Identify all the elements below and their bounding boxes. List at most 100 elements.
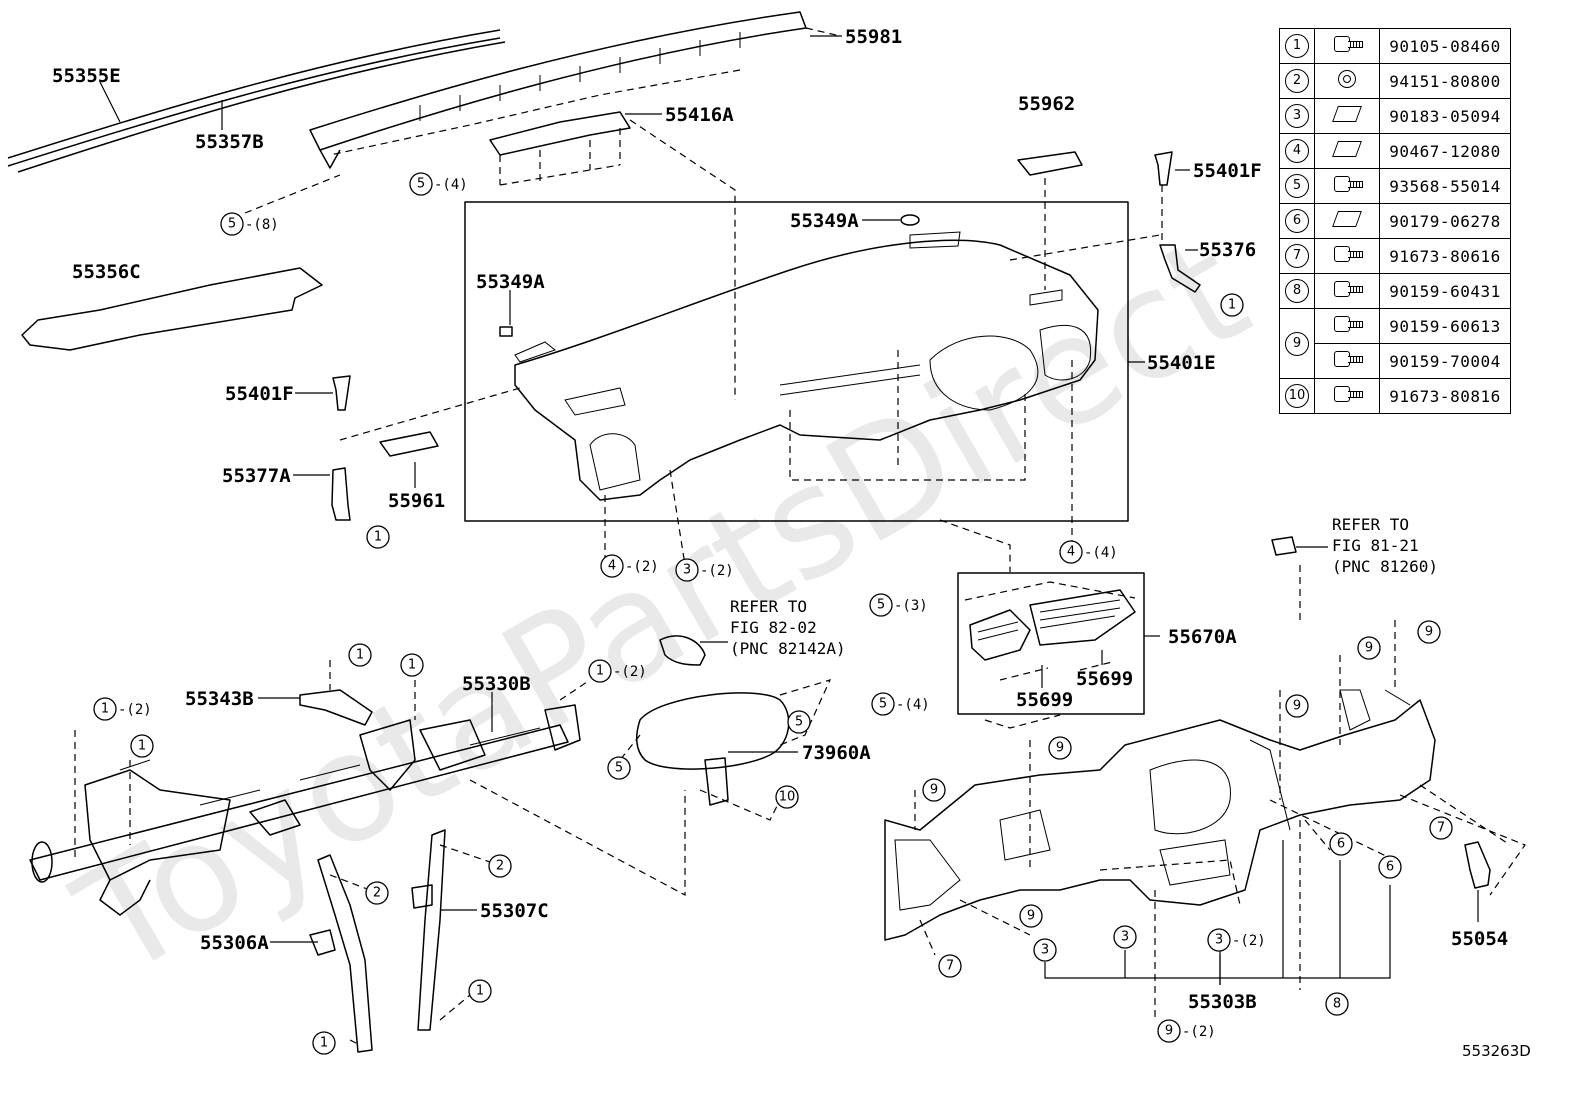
register-box (957, 572, 1145, 715)
svg-text:1: 1 (101, 702, 109, 717)
svg-text:9: 9 (1365, 641, 1373, 656)
svg-text:1: 1 (596, 664, 604, 679)
support-55303B (884, 689, 1436, 941)
callout: 1 (468, 979, 492, 1003)
reference-note-connector: REFER TO FIG 81-21 (PNC 81260) (1271, 515, 1438, 576)
callout: 1 (348, 643, 372, 667)
bracket-55376 (1159, 244, 1201, 293)
legend-part-number: 91673-80616 (1379, 238, 1511, 274)
svg-text:3: 3 (1041, 943, 1049, 958)
reference-line: REFER TO (730, 597, 807, 616)
part-label: 55416A (665, 104, 734, 126)
callout: 2 (488, 854, 512, 878)
part-label: 55355E (52, 65, 121, 87)
svg-text:8: 8 (1333, 997, 1341, 1012)
part-label: 55401F (1193, 160, 1262, 182)
svg-text:-(2): -(2) (1182, 1024, 1216, 1040)
callout: 7 (1429, 816, 1453, 840)
legend-row: 5 93568-55014 (1279, 168, 1511, 204)
callout: 10 (775, 785, 799, 809)
svg-text:-(8): -(8) (245, 217, 279, 233)
svg-text:1: 1 (476, 984, 484, 999)
callout: 2 (365, 881, 389, 905)
watermark: ToyotaPartsDirect (50, 204, 1275, 1011)
legend-row: 8 90159-60431 (1279, 273, 1511, 309)
callout: 9 (1357, 636, 1381, 660)
part-label: 55306A (200, 932, 269, 954)
part-label: 55376 (1199, 239, 1256, 261)
fastener-legend: 1 90105-08460 2 94151-80800 3 90183-0509… (1279, 28, 1511, 414)
legend-row: 2 94151-80800 (1279, 63, 1511, 99)
svg-text:9: 9 (1056, 741, 1064, 756)
svg-text:3: 3 (1121, 930, 1129, 945)
airbag-73960A (619, 635, 832, 821)
clip-icon (1332, 141, 1362, 157)
legend-row: 6 90179-06278 (1279, 203, 1511, 239)
callout: 9 (1285, 694, 1309, 718)
register-55670A (964, 581, 1136, 681)
screw-icon (1332, 313, 1363, 335)
svg-text:-(2): -(2) (700, 563, 734, 579)
clip-icon (1332, 211, 1362, 227)
legend-part-number: 94151-80800 (1379, 63, 1511, 99)
reference-line: (PNC 81260) (1332, 557, 1438, 576)
svg-text:1: 1 (374, 530, 382, 545)
part-label: 55357B (195, 131, 264, 153)
part-label: 55699 (1076, 668, 1133, 690)
legend-part-number: 90467-12080 (1379, 133, 1511, 169)
callout: 5 (607, 756, 631, 780)
callout: 9 (1019, 904, 1043, 928)
callout: 1 (366, 525, 390, 549)
reference-line: (PNC 82142A) (730, 639, 846, 658)
callout: 9 (1048, 736, 1072, 760)
diagram-id: 553263D (1462, 1042, 1531, 1060)
svg-text:3: 3 (1215, 933, 1223, 948)
legend-number: 9 (1285, 331, 1309, 356)
part-label: 55670A (1168, 626, 1237, 648)
reference-note-airbag: REFER TO FIG 82-02 (PNC 82142A) (700, 597, 846, 658)
svg-text:9: 9 (1425, 625, 1433, 640)
callout: 6 (1329, 832, 1353, 856)
legend-part-number: 90159-70004 (1379, 343, 1511, 379)
svg-text:2: 2 (373, 886, 381, 901)
part-label: 55401F (225, 383, 294, 405)
callout: 3 (1113, 925, 1137, 949)
svg-text:7: 7 (946, 959, 954, 974)
screw-icon (1332, 348, 1363, 370)
svg-text:4: 4 (608, 559, 616, 574)
svg-text:9: 9 (1165, 1024, 1173, 1039)
nut-icon (1338, 70, 1356, 88)
reference-line: FIG 82-02 (730, 618, 817, 637)
legend-part-number: 90159-60431 (1379, 273, 1511, 309)
legend-part-number: 91673-80816 (1379, 378, 1511, 414)
callout: 1 (312, 1031, 336, 1055)
svg-text:7: 7 (1437, 821, 1445, 836)
callout: 4-(4) (1059, 540, 1118, 564)
svg-text:6: 6 (1337, 837, 1345, 852)
instrument-panel-55401E (514, 231, 1099, 501)
cap-55349A-top (900, 214, 920, 226)
defroster-panel-55981 (309, 11, 841, 169)
svg-text:-(2): -(2) (1232, 933, 1266, 949)
legend-row: 4 90467-12080 (1279, 133, 1511, 169)
callout: 5-(3) (869, 593, 928, 617)
legend-number: 10 (1285, 384, 1309, 408)
legend-part-number: 93568-55014 (1379, 168, 1511, 204)
callout: 9 (922, 778, 946, 802)
callout: 5-(8) (220, 212, 279, 236)
callout: 1 -(2) (93, 697, 152, 721)
callout: 9 (1417, 620, 1441, 644)
svg-text:-(2): -(2) (625, 559, 659, 575)
vent-55961 (379, 431, 439, 457)
svg-text:4: 4 (1067, 545, 1075, 560)
svg-text:10: 10 (779, 790, 796, 805)
callout: 4 -(2) (600, 554, 659, 578)
part-label: 55356C (72, 261, 141, 283)
svg-text:-(2): -(2) (118, 702, 152, 718)
part-label: 55054 (1451, 928, 1508, 950)
legend-number: 3 (1285, 104, 1309, 128)
callout: 7 (938, 954, 962, 978)
legend-row: 10 91673-80816 (1279, 378, 1511, 414)
legend-part-number: 90159-60613 (1379, 308, 1511, 344)
ip-dash-leads (339, 178, 1163, 572)
